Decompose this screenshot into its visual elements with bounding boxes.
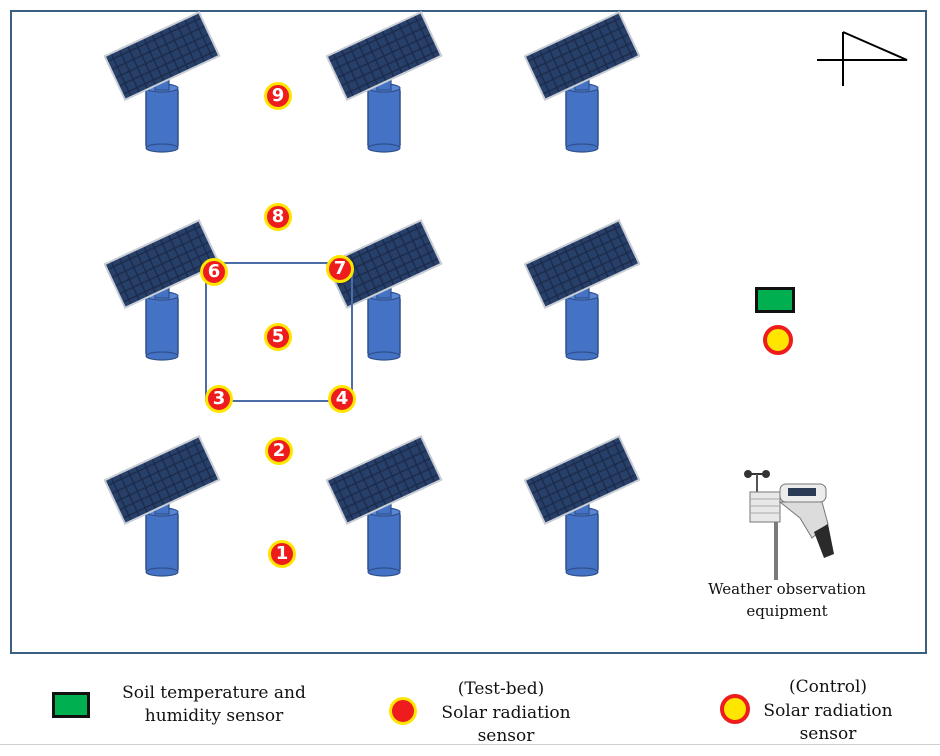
solar-panel bbox=[104, 435, 221, 577]
legend-soil-swatch bbox=[52, 692, 90, 718]
testbed-sensor-marker: 9 bbox=[264, 82, 292, 110]
solar-panel bbox=[104, 11, 221, 154]
weather-station-label: Weather observation equipment bbox=[708, 580, 866, 620]
test-bed-field bbox=[10, 10, 927, 654]
legend-control-swatch bbox=[720, 694, 750, 724]
legend-testbed-swatch bbox=[389, 697, 417, 725]
solar-panel bbox=[524, 11, 641, 154]
testbed-sensor-marker: 2 bbox=[265, 437, 293, 465]
testbed-sensor-marker: 6 bbox=[200, 258, 228, 286]
legend-control-tag: (Control) bbox=[788, 677, 868, 697]
legend-soil-label: Soil temperature and humidity sensor bbox=[122, 683, 306, 726]
legend-divider bbox=[0, 744, 940, 745]
soil-sensor-marker bbox=[755, 287, 795, 313]
testbed-sensor-marker: 8 bbox=[264, 203, 292, 231]
testbed-sensor-marker: 3 bbox=[205, 385, 233, 413]
solar-panel bbox=[326, 435, 443, 577]
testbed-sensor-marker: 7 bbox=[326, 255, 354, 283]
north-arrow-icon bbox=[817, 31, 908, 86]
testbed-sensor-marker: 5 bbox=[264, 323, 292, 351]
legend-control-label: Solar radiation sensor bbox=[763, 701, 893, 744]
measurement-plot-square bbox=[205, 262, 353, 402]
legend-testbed-tag: (Test-bed) bbox=[457, 679, 545, 699]
weather-station-icon bbox=[744, 470, 834, 580]
solar-panel bbox=[524, 219, 641, 361]
testbed-sensor-marker: 4 bbox=[328, 385, 356, 413]
testbed-sensor-marker: 1 bbox=[268, 540, 296, 568]
solar-panel bbox=[524, 435, 641, 577]
control-sensor-marker bbox=[763, 325, 793, 355]
solar-panel bbox=[326, 11, 443, 154]
legend-testbed-label: Solar radiation sensor bbox=[441, 703, 571, 746]
